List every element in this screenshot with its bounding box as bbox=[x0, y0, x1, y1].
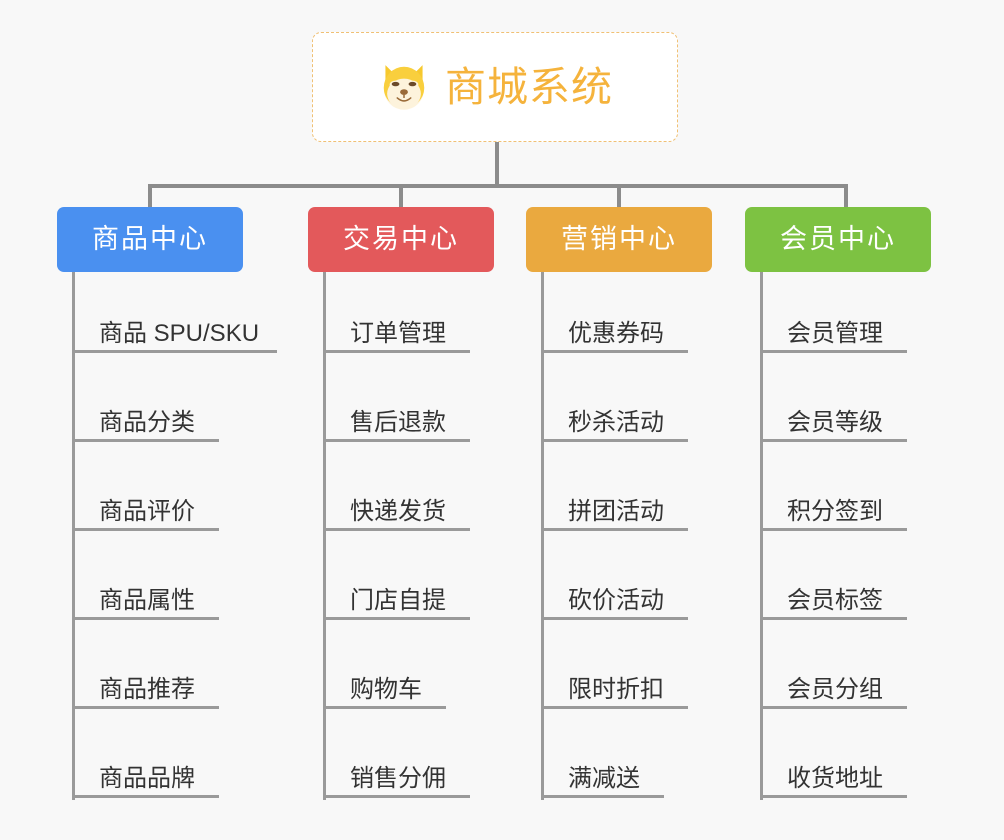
category-header-label-2: 交易中心 bbox=[343, 224, 459, 254]
column-spine-3 bbox=[541, 272, 544, 800]
leaf-item-label-2-6: 销售分佣 bbox=[350, 765, 446, 793]
leaf-item-label-1-3: 商品评价 bbox=[99, 498, 195, 526]
category-header-2[interactable]: 交易中心 bbox=[308, 207, 494, 272]
connector-horizontal-bus bbox=[148, 184, 848, 188]
leaf-item-2-2[interactable]: 售后退款 bbox=[323, 400, 470, 442]
leaf-item-2-3[interactable]: 快递发货 bbox=[323, 489, 470, 531]
leaf-item-label-2-5: 购物车 bbox=[350, 676, 422, 704]
leaf-item-1-6[interactable]: 商品品牌 bbox=[72, 756, 219, 798]
dog-face-icon bbox=[383, 65, 425, 110]
leaf-item-4-2[interactable]: 会员等级 bbox=[760, 400, 907, 442]
leaf-item-label-2-4: 门店自提 bbox=[350, 587, 446, 615]
connector-drop-4 bbox=[844, 184, 848, 209]
leaf-item-label-1-4: 商品属性 bbox=[99, 587, 195, 615]
category-header-3[interactable]: 营销中心 bbox=[526, 207, 712, 272]
column-spine-4 bbox=[760, 272, 763, 800]
leaf-item-label-3-3: 拼团活动 bbox=[568, 498, 664, 526]
connector-root-stem bbox=[495, 142, 499, 186]
leaf-item-4-1[interactable]: 会员管理 bbox=[760, 311, 907, 353]
leaf-item-3-1[interactable]: 优惠券码 bbox=[541, 311, 688, 353]
connector-drop-1 bbox=[148, 184, 152, 209]
root-node-mall-system[interactable]: 商城系统 bbox=[312, 32, 678, 142]
leaf-item-label-4-1: 会员管理 bbox=[787, 320, 883, 348]
leaf-item-label-3-1: 优惠券码 bbox=[568, 320, 664, 348]
leaf-item-3-5[interactable]: 限时折扣 bbox=[541, 667, 688, 709]
leaf-item-label-4-2: 会员等级 bbox=[787, 409, 883, 437]
leaf-item-1-4[interactable]: 商品属性 bbox=[72, 578, 219, 620]
leaf-item-label-1-6: 商品品牌 bbox=[99, 765, 195, 793]
category-header-label-3: 营销中心 bbox=[561, 224, 677, 254]
leaf-item-label-3-2: 秒杀活动 bbox=[568, 409, 664, 437]
leaf-item-label-3-6: 满减送 bbox=[568, 765, 640, 793]
leaf-item-label-3-5: 限时折扣 bbox=[568, 676, 664, 704]
leaf-item-label-1-1: 商品 SPU/SKU bbox=[99, 320, 260, 348]
leaf-item-1-3[interactable]: 商品评价 bbox=[72, 489, 219, 531]
leaf-item-3-4[interactable]: 砍价活动 bbox=[541, 578, 688, 620]
leaf-item-label-4-4: 会员标签 bbox=[787, 587, 883, 615]
leaf-item-2-5[interactable]: 购物车 bbox=[323, 667, 446, 709]
leaf-item-3-6[interactable]: 满减送 bbox=[541, 756, 664, 798]
leaf-item-3-2[interactable]: 秒杀活动 bbox=[541, 400, 688, 442]
leaf-item-label-2-1: 订单管理 bbox=[350, 320, 446, 348]
leaf-item-4-4[interactable]: 会员标签 bbox=[760, 578, 907, 620]
leaf-item-label-2-3: 快递发货 bbox=[350, 498, 446, 526]
leaf-item-1-5[interactable]: 商品推荐 bbox=[72, 667, 219, 709]
leaf-item-4-6[interactable]: 收货地址 bbox=[760, 756, 907, 798]
category-header-4[interactable]: 会员中心 bbox=[745, 207, 931, 272]
leaf-item-label-3-4: 砍价活动 bbox=[568, 587, 664, 615]
leaf-item-label-4-5: 会员分组 bbox=[787, 676, 883, 704]
root-node-title: 商城系统 bbox=[445, 63, 613, 110]
leaf-item-2-6[interactable]: 销售分佣 bbox=[323, 756, 470, 798]
leaf-item-1-1[interactable]: 商品 SPU/SKU bbox=[72, 311, 277, 353]
leaf-item-label-1-2: 商品分类 bbox=[99, 409, 195, 437]
leaf-item-label-1-5: 商品推荐 bbox=[99, 676, 195, 704]
leaf-item-label-4-3: 积分签到 bbox=[787, 498, 883, 526]
category-header-1[interactable]: 商品中心 bbox=[57, 207, 243, 272]
leaf-item-2-1[interactable]: 订单管理 bbox=[323, 311, 470, 353]
column-spine-2 bbox=[323, 272, 326, 800]
leaf-item-label-4-6: 收货地址 bbox=[787, 765, 883, 793]
category-header-label-4: 会员中心 bbox=[780, 224, 896, 254]
leaf-item-label-2-2: 售后退款 bbox=[350, 409, 446, 437]
connector-drop-3 bbox=[617, 184, 621, 209]
leaf-item-1-2[interactable]: 商品分类 bbox=[72, 400, 219, 442]
leaf-item-2-4[interactable]: 门店自提 bbox=[323, 578, 470, 620]
connector-drop-2 bbox=[399, 184, 403, 209]
leaf-item-4-5[interactable]: 会员分组 bbox=[760, 667, 907, 709]
column-spine-1 bbox=[72, 272, 75, 800]
leaf-item-3-3[interactable]: 拼团活动 bbox=[541, 489, 688, 531]
category-header-label-1: 商品中心 bbox=[92, 224, 208, 254]
leaf-item-4-3[interactable]: 积分签到 bbox=[760, 489, 907, 531]
